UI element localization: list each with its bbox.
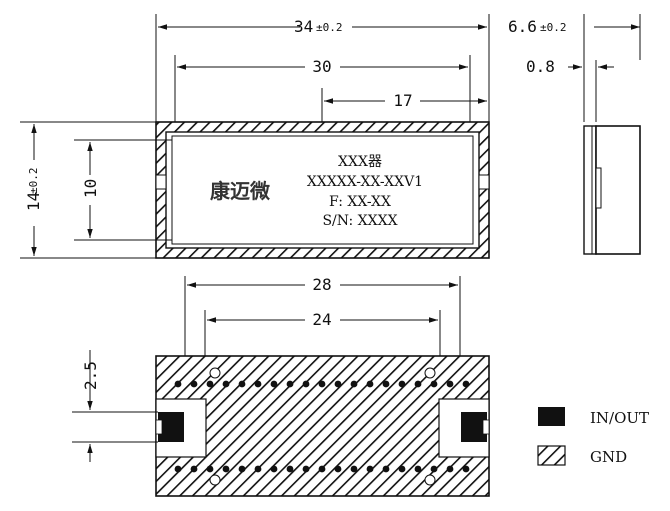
via-dot bbox=[190, 380, 198, 388]
via-dot bbox=[366, 380, 374, 388]
legend-label-in-out: IN/OUT bbox=[590, 409, 649, 427]
via-dot bbox=[334, 380, 342, 388]
via-dot bbox=[398, 380, 406, 388]
via-dot bbox=[302, 465, 310, 473]
dim-total-length-tol: ±0.2 bbox=[316, 21, 343, 34]
via-dot bbox=[286, 465, 294, 473]
legend-swatch-in-out bbox=[538, 407, 565, 426]
via-dot bbox=[318, 465, 326, 473]
via-dot bbox=[222, 380, 230, 388]
via-dot bbox=[318, 380, 326, 388]
via-dot bbox=[238, 380, 246, 388]
via-dot bbox=[254, 380, 262, 388]
via-dot bbox=[398, 465, 406, 473]
via-dot bbox=[462, 380, 470, 388]
via-dot bbox=[414, 465, 422, 473]
via-dot bbox=[190, 465, 198, 473]
legend-swatch-gnd bbox=[537, 445, 566, 466]
dim-pad-span-inner: 24 bbox=[312, 310, 331, 329]
bottom-view: 28 24 2.5 bbox=[72, 275, 490, 497]
brand-logo: 康迈微 bbox=[210, 179, 270, 203]
side-view: 6.6 ±0.2 0.8 bbox=[508, 14, 641, 255]
dim-total-length: 34 bbox=[294, 17, 313, 36]
via-dot bbox=[430, 465, 438, 473]
via-dot bbox=[350, 380, 358, 388]
dim-inner-height: 10 bbox=[81, 179, 100, 198]
dim-offset-length: 17 bbox=[393, 91, 412, 110]
via-dot bbox=[206, 465, 214, 473]
top-view: 康迈微 XXX器 XXXXX-XX-XXV1 F: XX-XX S/N: XXX… bbox=[20, 14, 490, 259]
dim-thickness: 6.6 bbox=[508, 17, 537, 36]
via-dot bbox=[302, 380, 310, 388]
marking-line-2: XXXXX-XX-XXV1 bbox=[307, 174, 423, 190]
dim-thickness-tol: ±0.2 bbox=[540, 21, 567, 34]
via-dot bbox=[366, 465, 374, 473]
via-dot bbox=[446, 380, 454, 388]
legend-label-gnd: GND bbox=[590, 448, 627, 466]
via-dot bbox=[414, 380, 422, 388]
via-dot bbox=[238, 465, 246, 473]
dim-pad-span-outer: 28 bbox=[312, 275, 331, 294]
via-dot bbox=[174, 380, 182, 388]
dim-height-tol: ±0.2 bbox=[27, 168, 40, 195]
dim-height: 14 bbox=[24, 192, 43, 211]
via-dot bbox=[286, 380, 294, 388]
dim-inner-length: 30 bbox=[312, 57, 331, 76]
legend: IN/OUT GND bbox=[537, 407, 649, 466]
via-dot bbox=[254, 465, 262, 473]
dim-lid-offset: 0.8 bbox=[526, 57, 555, 76]
lid-area bbox=[165, 131, 480, 249]
via-dot bbox=[270, 380, 278, 388]
via-dot bbox=[334, 465, 342, 473]
marking-line-3: F: XX-XX bbox=[329, 194, 391, 210]
via-dot bbox=[270, 465, 278, 473]
via-dot bbox=[382, 465, 390, 473]
marking-line-1: XXX器 bbox=[338, 154, 382, 170]
dim-pad-height: 2.5 bbox=[81, 361, 100, 390]
via-dot bbox=[174, 465, 182, 473]
via-dot bbox=[222, 465, 230, 473]
via-dot bbox=[382, 380, 390, 388]
via-dot bbox=[462, 465, 470, 473]
via-dot bbox=[430, 380, 438, 388]
via-dot bbox=[206, 380, 214, 388]
via-dot bbox=[446, 465, 454, 473]
via-dot bbox=[350, 465, 358, 473]
gnd-area bbox=[155, 355, 490, 497]
marking-line-4: S/N: XXXX bbox=[322, 213, 397, 229]
